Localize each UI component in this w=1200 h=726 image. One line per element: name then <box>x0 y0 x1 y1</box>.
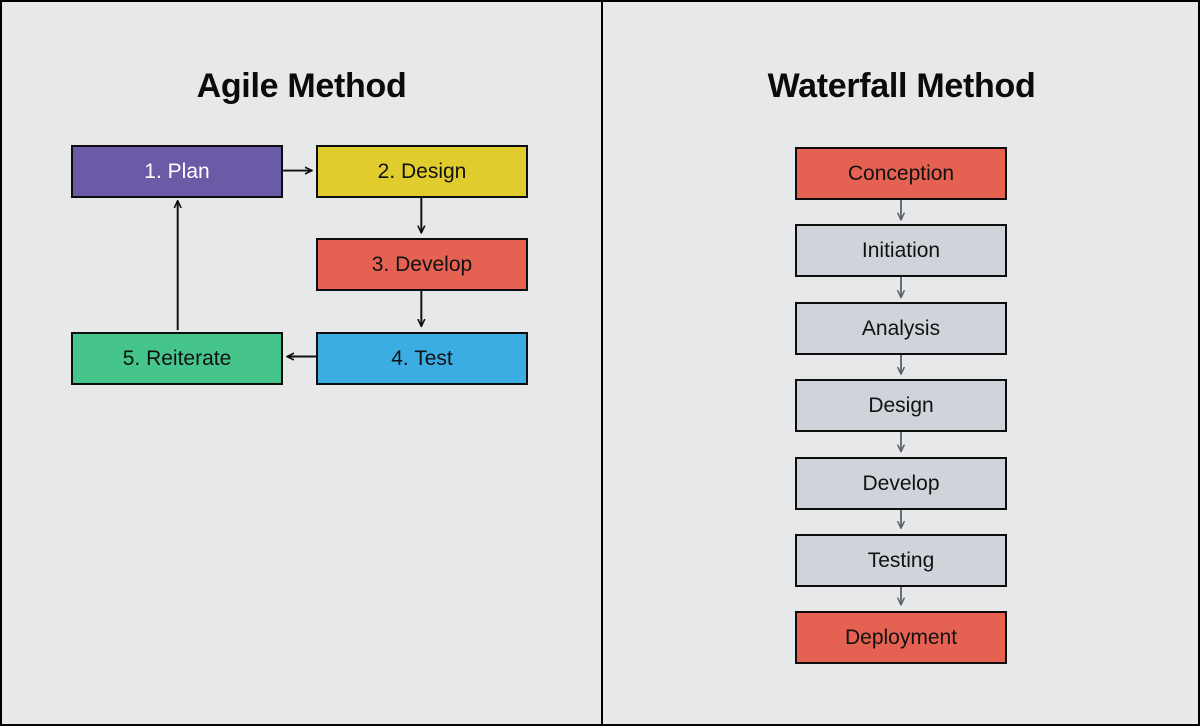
panel-divider <box>601 2 603 724</box>
waterfall-node-initiation[interactable]: Initiation <box>795 224 1007 277</box>
waterfall-method-panel: Waterfall Method Conception Initiation A… <box>603 2 1198 724</box>
waterfall-node-deployment[interactable]: Deployment <box>795 611 1007 664</box>
waterfall-node-testing[interactable]: Testing <box>795 534 1007 587</box>
agile-panel-title: Agile Method <box>196 67 407 105</box>
agile-node-reiterate-label: 5. Reiterate <box>122 346 232 370</box>
agile-node-test-label: 4. Test <box>391 346 453 370</box>
waterfall-node-develop[interactable]: Develop <box>795 457 1007 510</box>
waterfall-node-initiation-label: Initiation <box>861 238 941 262</box>
agile-node-plan-label: 1. Plan <box>144 159 210 183</box>
waterfall-node-conception-label: Conception <box>847 161 955 185</box>
waterfall-node-develop-label: Develop <box>862 471 940 495</box>
agile-node-reiterate[interactable]: 5. Reiterate <box>71 332 283 385</box>
waterfall-node-design-label: Design <box>868 393 934 417</box>
waterfall-node-analysis-label: Analysis <box>861 316 941 340</box>
waterfall-node-design[interactable]: Design <box>795 379 1007 432</box>
agile-node-design[interactable]: 2. Design <box>316 145 528 198</box>
waterfall-node-analysis[interactable]: Analysis <box>795 302 1007 355</box>
waterfall-panel-title: Waterfall Method <box>767 67 1036 105</box>
waterfall-node-deployment-label: Deployment <box>844 625 958 649</box>
agile-node-develop-label: 3. Develop <box>371 252 473 276</box>
agile-node-test[interactable]: 4. Test <box>316 332 528 385</box>
agile-node-plan[interactable]: 1. Plan <box>71 145 283 198</box>
agile-node-design-label: 2. Design <box>377 159 467 183</box>
agile-node-develop[interactable]: 3. Develop <box>316 238 528 291</box>
waterfall-node-conception[interactable]: Conception <box>795 147 1007 200</box>
agile-method-panel: Agile Method 1. Plan 2. Design <box>2 2 601 724</box>
waterfall-node-testing-label: Testing <box>867 548 935 572</box>
